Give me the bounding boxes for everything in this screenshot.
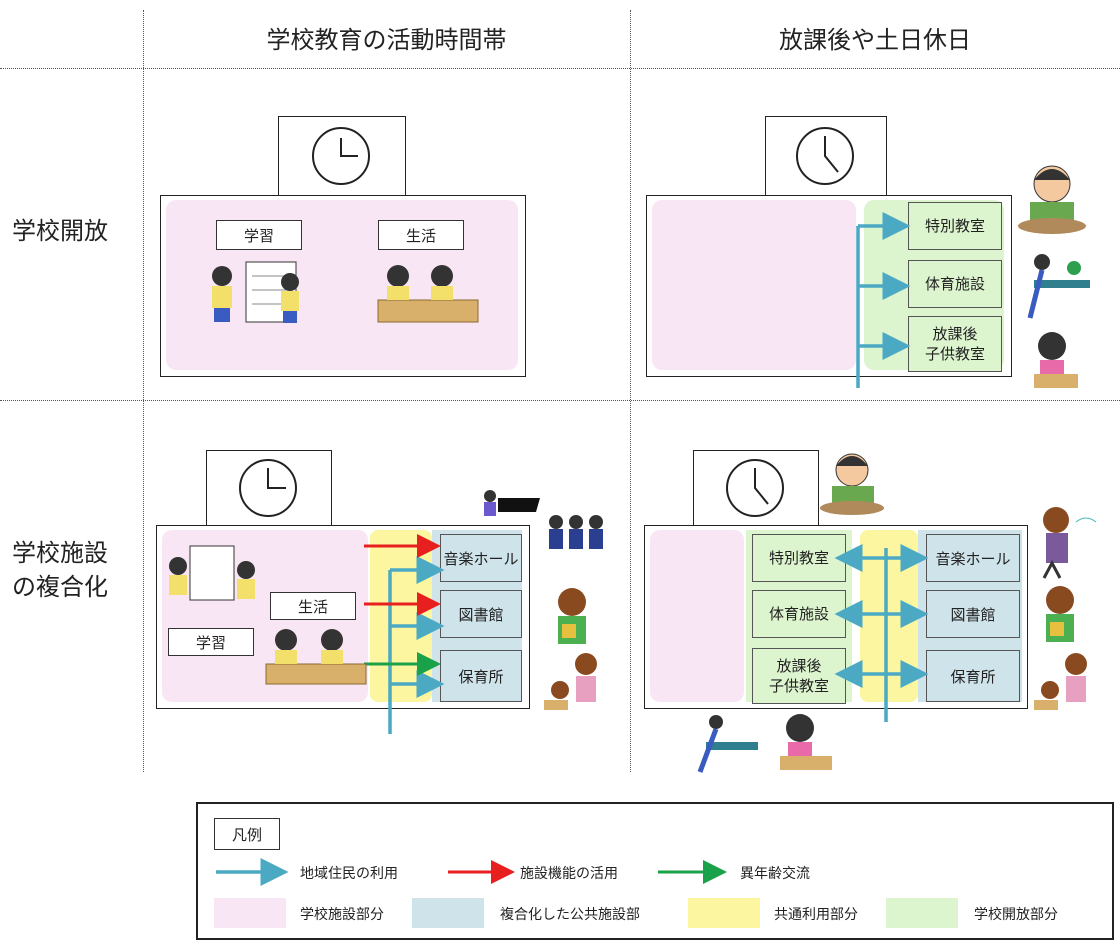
clock-icon: [312, 127, 370, 185]
violinist-illustration: [1042, 507, 1097, 579]
clock-icon: [726, 459, 784, 517]
nursery-label: 保育所: [440, 650, 522, 702]
reading-child-illustration: [780, 714, 832, 770]
local-use-arrows: [834, 544, 929, 722]
children-lunch-illustration: [377, 265, 479, 323]
school-zone: [650, 530, 744, 702]
legend: [196, 802, 1114, 940]
life-label: 生活: [378, 220, 464, 250]
legend-label-open: 学校開放部分: [974, 907, 1058, 923]
nursery-illustration: [544, 653, 597, 710]
legend-swatch-open: [886, 898, 958, 928]
pottery-person-illustration: [820, 453, 884, 515]
life-label: 生活: [270, 592, 356, 620]
choir-illustration: [549, 515, 603, 549]
legend-label-facility: 施設機能の活用: [520, 866, 618, 882]
teacher-illustration: [558, 588, 586, 644]
legend-swatch-public: [412, 898, 484, 928]
row-divider: [0, 400, 1120, 401]
after-school-class-label: 放課後 子供教室: [908, 316, 1002, 372]
legend-title: 凡例: [214, 818, 280, 850]
clock-icon: [239, 459, 297, 517]
legend-swatch-common: [688, 898, 760, 928]
local-use-arrows: [388, 556, 445, 734]
header-school-hours: 学校教育の活動時間帯: [266, 26, 507, 54]
row-label-school-open: 学校開放: [12, 217, 108, 245]
time-column-divider: [630, 10, 631, 772]
legend-label-common: 共通利用部分: [774, 907, 858, 923]
legend-swatch-school: [214, 898, 286, 928]
nursery-label: 保育所: [926, 650, 1020, 702]
library-label: 図書館: [440, 590, 522, 638]
row-label-complex: 学校施設 の複合化: [12, 536, 108, 604]
teacher-illustration: [1046, 586, 1074, 642]
after-school-line2: 子供教室: [768, 677, 829, 695]
row-label-complex-line1: 学校施設: [12, 539, 108, 567]
after-school-line2: 子供教室: [924, 345, 985, 363]
table-tennis-illustration: [1027, 254, 1090, 319]
legend-label-local: 地域住民の利用: [300, 866, 398, 882]
legend-label-public: 複合化した公共施設部: [500, 907, 640, 923]
sports-facility-label: 体育施設: [752, 590, 846, 638]
reading-child-illustration: [1034, 332, 1078, 388]
study-label: 学習: [216, 220, 302, 250]
legend-label-intergen: 異年齢交流: [740, 866, 810, 882]
local-use-arrows: [856, 212, 911, 388]
legend-label-school: 学校施設部分: [300, 907, 384, 923]
nursery-illustration: [1034, 653, 1087, 710]
header-divider: [0, 68, 1120, 69]
children-lunch-illustration: [265, 629, 367, 685]
facility-function-arrows: [364, 534, 441, 616]
special-classroom-label: 特別教室: [752, 534, 846, 582]
pianist-illustration: [484, 490, 540, 516]
after-school-line1: 放課後: [776, 657, 822, 675]
pottery-person-illustration: [1018, 165, 1086, 234]
after-school-line1: 放課後: [932, 325, 978, 343]
children-study-illustration: [169, 545, 255, 601]
row-label-complex-line2: の複合化: [12, 573, 108, 601]
children-study-illustration: [212, 261, 299, 323]
music-hall-label: 音楽ホール: [440, 534, 522, 582]
school-zone: [652, 200, 856, 370]
music-hall-label: 音楽ホール: [926, 534, 1020, 582]
header-after-school: 放課後や土日休日: [779, 26, 971, 54]
library-label: 図書館: [926, 590, 1020, 638]
after-school-class-label: 放課後 子供教室: [752, 648, 846, 704]
label-column-divider: [143, 10, 144, 772]
special-classroom-label: 特別教室: [908, 202, 1002, 250]
clock-icon: [796, 127, 854, 185]
sports-facility-label: 体育施設: [908, 260, 1002, 308]
table-tennis-illustration: [697, 715, 758, 773]
study-label: 学習: [168, 628, 254, 656]
